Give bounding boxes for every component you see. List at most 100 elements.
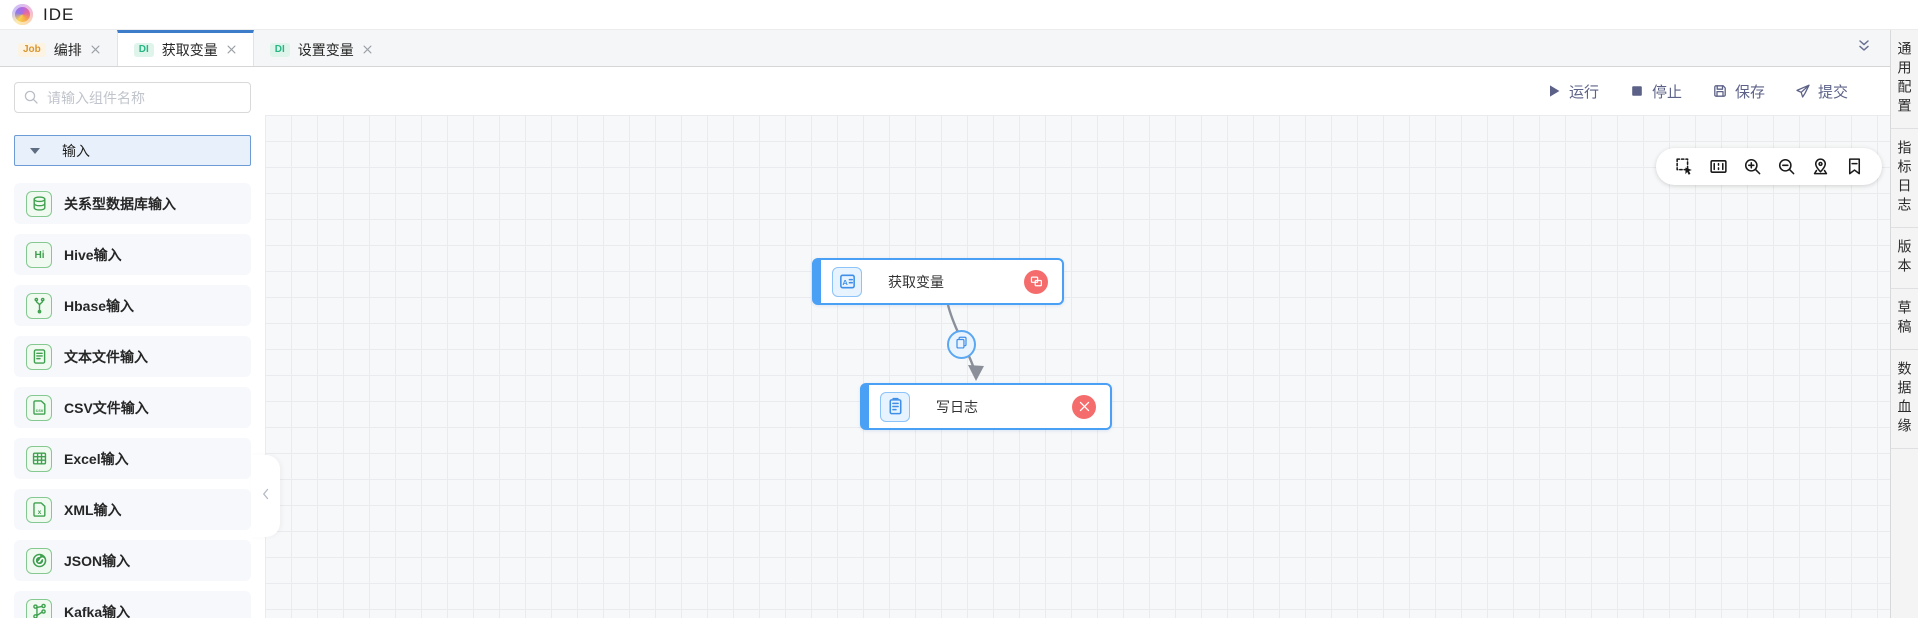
csv-file-icon: csv	[26, 394, 52, 421]
tab-close-icon[interactable]	[362, 44, 373, 55]
component-label: 关系型数据库输入	[64, 195, 176, 212]
rail-item-label: 版本	[1896, 239, 1913, 277]
zoom-out-icon[interactable]	[1774, 155, 1798, 179]
tab-获取变量[interactable]: DI 获取变量	[116, 30, 254, 66]
svg-text:Hi: Hi	[34, 250, 44, 261]
tab-bar-spacer	[389, 30, 1838, 66]
node-delete-button[interactable]	[1072, 394, 1096, 419]
tab-label: 编排	[53, 41, 82, 58]
database-icon	[26, 190, 52, 217]
submit-label: 提交	[1817, 83, 1848, 101]
copy-icon	[954, 335, 969, 355]
canvas-area: 运行 停止 保存 提交	[265, 67, 1890, 618]
app-logo-icon	[12, 4, 33, 25]
tab-label: 获取变量	[161, 41, 218, 58]
paper-plane-icon	[1795, 83, 1811, 99]
rail-item-指标日志[interactable]: 指标日志	[1891, 129, 1918, 228]
flow-node-获取变量[interactable]: A 获取变量	[812, 258, 1064, 305]
stop-icon	[1629, 83, 1645, 99]
component-item[interactable]: x XML输入	[14, 489, 251, 530]
stop-button[interactable]: 停止	[1629, 81, 1682, 102]
rail-item-label: 草稿	[1896, 300, 1913, 338]
component-item[interactable]: Kafka输入	[14, 591, 251, 618]
collapse-tabs-button[interactable]	[1838, 30, 1890, 66]
search-input[interactable]	[14, 82, 251, 113]
component-label: Excel输入	[64, 450, 129, 467]
tab-bar: Job 编排 DI 获取变量 DI 设置变量	[0, 30, 1890, 67]
component-label: JSON输入	[64, 552, 131, 569]
component-item[interactable]: Hbase输入	[14, 285, 251, 326]
tab-type-badge: DI	[133, 42, 154, 57]
flow-node-写日志[interactable]: 写日志	[860, 383, 1112, 430]
chevron-left-icon	[260, 487, 272, 505]
node-dq-badge[interactable]	[1024, 269, 1048, 294]
excel-icon	[26, 445, 52, 472]
tab-type-badge: Job	[18, 42, 46, 57]
run-label: 运行	[1568, 83, 1599, 101]
component-item[interactable]: JSON输入	[14, 540, 251, 581]
rail-item-数据血缘[interactable]: 数据血缘	[1891, 350, 1918, 449]
run-button[interactable]: 运行	[1546, 81, 1599, 102]
marquee-select-icon[interactable]	[1672, 155, 1696, 179]
rail-item-通用配置[interactable]: 通用配置	[1891, 30, 1918, 129]
play-icon	[1546, 83, 1562, 99]
kafka-icon	[26, 598, 52, 618]
hbase-icon	[26, 292, 52, 319]
app-title: IDE	[43, 4, 75, 24]
component-label: CSV文件输入	[64, 399, 149, 416]
group-header-input[interactable]: 输入	[14, 135, 251, 166]
text-file-icon	[26, 343, 52, 370]
variable-icon: A	[832, 266, 862, 297]
locate-icon[interactable]	[1808, 155, 1832, 179]
rail-item-label: 指标日志	[1896, 140, 1913, 216]
hive-icon: Hi	[26, 241, 52, 268]
svg-text:x: x	[37, 509, 41, 516]
json-icon	[26, 547, 52, 574]
tab-close-icon[interactable]	[90, 44, 101, 55]
submit-button[interactable]: 提交	[1795, 81, 1848, 102]
component-label: Hive输入	[64, 246, 122, 263]
component-label: Hbase输入	[64, 297, 135, 314]
node-label: 写日志	[936, 398, 978, 415]
chevron-double-down-icon	[1856, 38, 1872, 59]
save-icon	[1712, 83, 1728, 99]
tab-close-icon[interactable]	[226, 44, 237, 55]
svg-text:csv: csv	[35, 408, 43, 413]
component-search	[14, 82, 251, 113]
rail-item-版本[interactable]: 版本	[1891, 228, 1918, 289]
bookmark-icon[interactable]	[1842, 155, 1866, 179]
component-label: Kafka输入	[64, 603, 131, 618]
canvas-tools	[1656, 148, 1882, 185]
component-item[interactable]: 文本文件输入	[14, 336, 251, 377]
app-header: IDE	[0, 0, 1918, 30]
tab-编排[interactable]: Job 编排	[2, 30, 117, 66]
save-label: 保存	[1734, 83, 1765, 101]
stop-label: 停止	[1651, 83, 1682, 101]
right-rail: 通用配置 指标日志 版本 草稿 数据血缘	[1890, 30, 1918, 618]
component-label: 文本文件输入	[64, 348, 148, 365]
node-label: 获取变量	[888, 273, 944, 290]
sidebar-collapse-handle[interactable]	[251, 455, 280, 537]
minimap-icon[interactable]	[1706, 155, 1730, 179]
component-sidebar: 输入 关系型数据库输入 Hi Hive输入 Hbase输入 文本文件输入 csv…	[0, 67, 265, 618]
flow-canvas[interactable]: A 获取变量 写日志	[265, 115, 1890, 618]
component-item[interactable]: 关系型数据库输入	[14, 183, 251, 224]
rail-item-label: 通用配置	[1896, 41, 1913, 117]
rail-item-label: 数据血缘	[1896, 361, 1913, 437]
component-item[interactable]: csv CSV文件输入	[14, 387, 251, 428]
save-button[interactable]: 保存	[1712, 81, 1765, 102]
svg-text:A: A	[842, 278, 848, 287]
tab-label: 设置变量	[297, 41, 354, 58]
xml-file-icon: x	[26, 496, 52, 523]
zoom-in-icon[interactable]	[1740, 155, 1764, 179]
component-item[interactable]: Hi Hive输入	[14, 234, 251, 275]
edge-copy-badge[interactable]	[947, 330, 976, 359]
component-item[interactable]: Excel输入	[14, 438, 251, 479]
tab-type-badge: DI	[269, 42, 290, 57]
group-label: 输入	[62, 142, 90, 159]
rail-item-草稿[interactable]: 草稿	[1891, 289, 1918, 350]
caret-down-icon	[30, 147, 40, 154]
tab-设置变量[interactable]: DI 设置变量	[254, 30, 389, 66]
run-toolbar: 运行 停止 保存 提交	[265, 67, 1890, 115]
